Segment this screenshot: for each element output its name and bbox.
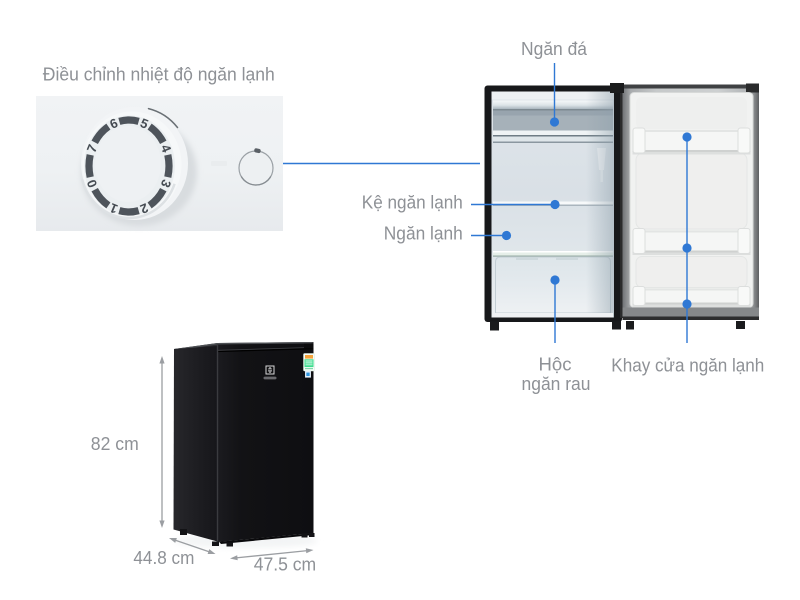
svg-text:Kệ ngăn lạnh: Kệ ngăn lạnh <box>362 191 463 212</box>
svg-text:47.5 cm: 47.5 cm <box>254 553 317 574</box>
svg-text:44.8 cm: 44.8 cm <box>133 547 194 568</box>
svg-text:Điều chỉnh nhiệt độ ngăn lạnh: Điều chỉnh nhiệt độ ngăn lạnh <box>43 63 275 84</box>
svg-text:82 cm: 82 cm <box>91 433 139 454</box>
svg-text:ngăn rau: ngăn rau <box>522 373 591 394</box>
svg-text:Hộc: Hộc <box>539 354 572 375</box>
svg-text:Ngăn lạnh: Ngăn lạnh <box>384 222 463 243</box>
svg-text:Khay cửa ngăn lạnh: Khay cửa ngăn lạnh <box>611 354 764 375</box>
svg-text:Ngăn đá: Ngăn đá <box>521 38 588 59</box>
